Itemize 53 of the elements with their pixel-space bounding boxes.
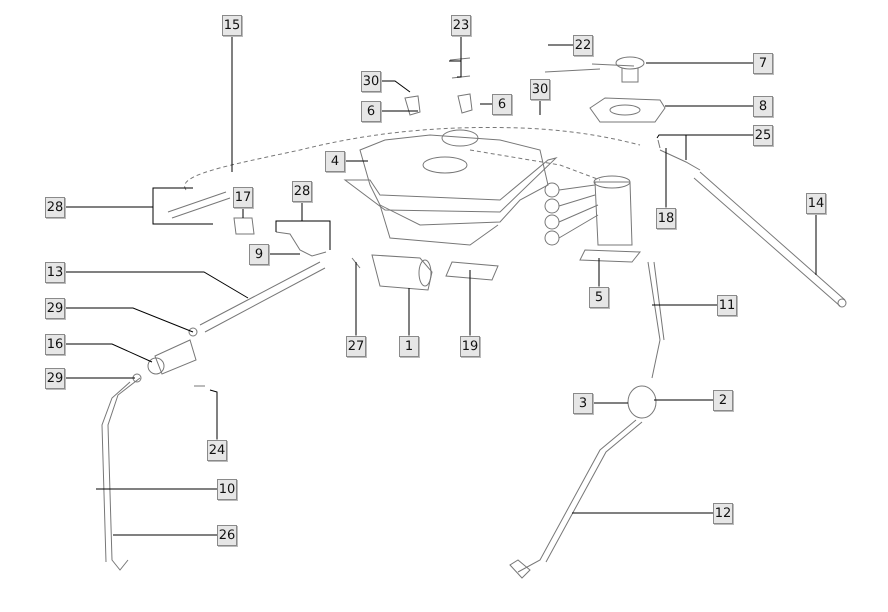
- callout-number: 25: [753, 125, 773, 146]
- leader-line: [380, 80, 410, 92]
- leader-line: [64, 308, 194, 332]
- leader-line: [210, 390, 218, 440]
- callout-number: 11: [717, 295, 737, 316]
- callout-number: 28: [45, 197, 65, 218]
- leader-line: [592, 402, 628, 404]
- callout-number: 14: [806, 193, 826, 214]
- callout-number: 16: [45, 334, 65, 355]
- leader-line: [344, 160, 368, 162]
- callout-number: 2: [713, 390, 733, 411]
- leader-line: [64, 206, 214, 224]
- leader-line: [302, 201, 330, 250]
- callout-number: 30: [530, 79, 550, 100]
- callout-number: 1: [399, 336, 419, 357]
- leader-line: [598, 258, 600, 287]
- callout-number: 29: [45, 368, 65, 389]
- callout-number: 7: [753, 53, 773, 74]
- callout-number: 28: [292, 181, 312, 202]
- leader-line: [96, 488, 218, 490]
- leader-line: [112, 534, 218, 536]
- callout-number: 10: [217, 479, 237, 500]
- callout-number: 24: [207, 440, 227, 461]
- leader-line: [652, 304, 718, 306]
- callout-number: 22: [573, 35, 593, 56]
- callout-number: 29: [45, 298, 65, 319]
- callout-number: 30: [361, 71, 381, 92]
- callout-number: 27: [346, 336, 366, 357]
- leader-line: [456, 35, 462, 78]
- callout-number: 8: [753, 96, 773, 117]
- callout-number: 17: [233, 187, 253, 208]
- callout-number: 26: [217, 525, 237, 546]
- leader-line: [646, 62, 754, 64]
- callout-number: 4: [325, 151, 345, 172]
- callout-number: 3: [573, 393, 593, 414]
- callout-number: 19: [460, 336, 480, 357]
- leader-line: [380, 110, 418, 112]
- callout-number: 5: [589, 287, 609, 308]
- leader-line: [572, 512, 714, 514]
- callout-number: 15: [222, 15, 242, 36]
- leader-line: [548, 44, 574, 46]
- callout-number: 18: [656, 208, 676, 229]
- callout-number: 23: [451, 15, 471, 36]
- leader-line: [242, 207, 244, 218]
- leader-line: [64, 272, 248, 298]
- callout-number: 12: [713, 503, 733, 524]
- callout-number: 6: [361, 101, 381, 122]
- leader-line: [686, 134, 754, 160]
- leader-line: [64, 344, 152, 362]
- leader-line: [408, 288, 410, 336]
- callout-number: 9: [249, 244, 269, 265]
- callout-number: 6: [492, 94, 512, 115]
- callout-number: 13: [45, 262, 65, 283]
